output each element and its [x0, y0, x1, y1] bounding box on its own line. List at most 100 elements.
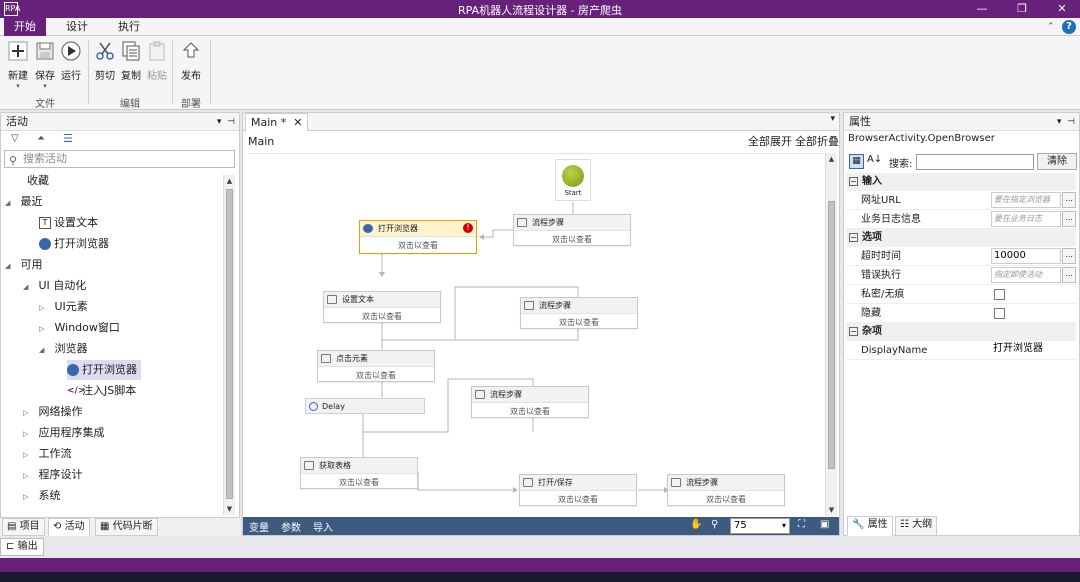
panel-pin-icon[interactable]: ▾ ⊣	[1056, 117, 1075, 127]
fit-to-screen-icon[interactable]: ⛶	[798, 519, 805, 530]
tree-item-programming[interactable]: ▷ 程序设计	[23, 468, 83, 481]
activity-set-text[interactable]: 设置文本 双击以查看	[323, 291, 441, 323]
tab-outline[interactable]: ☷ 大纲	[895, 516, 938, 536]
zoom-icon[interactable]: ⚲	[711, 519, 719, 530]
ribbon-tab-start[interactable]: 开始	[4, 18, 46, 36]
tree-item-system[interactable]: ▷ 系统	[23, 489, 61, 502]
activity-open-browser[interactable]: 打开浏览器! 双击以查看	[359, 220, 477, 254]
variables-tab[interactable]: 变量	[249, 523, 269, 534]
maximize-button[interactable]: ❐	[1017, 2, 1027, 15]
tab-project[interactable]: ▤ 项目	[2, 518, 45, 536]
tab-dropdown-icon[interactable]: ▾	[830, 114, 835, 124]
collapse-all-icon[interactable]: ⏶	[37, 133, 45, 144]
tree-item-ui-automation[interactable]: ◢ UI 自动化	[23, 279, 87, 292]
tab-output[interactable]: ⊏ 输出	[0, 538, 44, 556]
property-search-input[interactable]	[916, 154, 1034, 170]
start-node[interactable]: Start	[555, 159, 591, 201]
tab-snippets[interactable]: ▦ 代码片断	[95, 518, 158, 536]
category-misc[interactable]: −杂项	[846, 323, 1076, 341]
activity-tree-scrollbar[interactable]: ▲ ▼	[223, 175, 235, 515]
timeout-ellipsis-button[interactable]: ...	[1062, 248, 1076, 264]
publish-button[interactable]: 发布	[176, 40, 206, 82]
panel-pin-icon[interactable]: ▾ ⊣	[216, 117, 235, 127]
continue-on-error-ellipsis-button[interactable]: ...	[1062, 267, 1076, 283]
scroll-down-arrow[interactable]: ▼	[226, 505, 233, 513]
cut-button[interactable]: 剪切	[90, 40, 120, 82]
close-button[interactable]: ✕	[1057, 2, 1067, 15]
globe-icon	[67, 364, 79, 376]
activity-click-element[interactable]: 点击元素 双击以查看	[317, 350, 435, 382]
copy-button[interactable]: 复制	[116, 40, 146, 82]
tree-item-browser[interactable]: ◢ 浏览器	[39, 342, 88, 355]
scroll-up-arrow[interactable]: ▲	[828, 155, 835, 163]
expand-all-link[interactable]: 全部展开	[748, 135, 792, 148]
flowchart-canvas[interactable]: Start 打开浏览器! 双击以查看 流程步骤 双击以查看 设置文本 双击以查看…	[248, 153, 824, 516]
hidden-checkbox[interactable]	[994, 308, 1005, 319]
breadcrumb[interactable]: Main	[248, 135, 275, 148]
paste-button[interactable]: 粘贴	[142, 40, 172, 82]
tree-item-workflow[interactable]: ▷ 工作流	[23, 447, 72, 460]
tree-item-inject-js[interactable]: </>注入JS脚本	[67, 384, 137, 397]
snippets-icon: ▦	[100, 521, 110, 532]
business-log-ellipsis-button[interactable]: ...	[1062, 211, 1076, 227]
save-button[interactable]: 保存 ▾	[30, 40, 60, 90]
tree-item-app-integration[interactable]: ▷ 应用程序集成	[23, 426, 105, 439]
scroll-down-arrow[interactable]: ▼	[828, 506, 835, 514]
imports-tab[interactable]: 导入	[313, 523, 333, 534]
expand-all-icon[interactable]: ▽	[11, 133, 19, 144]
activity-flow-step-4[interactable]: 流程步骤 双击以查看	[667, 474, 785, 506]
error-icon[interactable]: !	[463, 223, 473, 233]
ribbon-tab-run[interactable]: 执行	[118, 20, 140, 33]
tree-item-open-browser-recent[interactable]: 打开浏览器	[39, 234, 109, 254]
tab-activities[interactable]: ⟲ 活动	[48, 518, 90, 536]
close-tab-icon[interactable]: ✕	[293, 116, 303, 129]
tree-item-ui-element[interactable]: ▷ UI元素	[39, 300, 88, 313]
tree-item-recent[interactable]: ◢ 最近	[5, 195, 43, 208]
activity-flow-step-2[interactable]: 流程步骤 双击以查看	[520, 297, 638, 329]
ribbon-tab-design[interactable]: 设计	[66, 20, 88, 33]
flow-step-icon	[671, 478, 681, 487]
tree-item-favorites[interactable]: 收藏	[27, 174, 49, 187]
activity-open-save[interactable]: 打开/保存 双击以查看	[519, 474, 637, 506]
arguments-tab[interactable]: 参数	[281, 523, 301, 534]
collapse-ribbon-icon[interactable]: ⌃	[1046, 22, 1055, 32]
tree-item-network[interactable]: ▷ 网络操作	[23, 405, 83, 418]
tree-item-open-browser[interactable]: 打开浏览器	[67, 360, 141, 380]
category-input[interactable]: −输入	[846, 173, 1076, 191]
document-tab-main[interactable]: Main * ✕	[245, 113, 309, 131]
help-icon[interactable]: ?	[1062, 20, 1076, 34]
scroll-thumb[interactable]	[226, 189, 233, 499]
display-name-field[interactable]: 打开浏览器	[991, 342, 1061, 358]
categorize-icon[interactable]: ▦	[849, 154, 864, 169]
new-button[interactable]: 新建 ▾	[3, 40, 33, 90]
activity-delay[interactable]: Delay	[305, 398, 425, 414]
category-options[interactable]: −选项	[846, 229, 1076, 247]
minimize-button[interactable]: —	[976, 2, 988, 15]
activity-search-input[interactable]: ⚲ 搜索活动	[4, 150, 235, 168]
activity-flow-step-1[interactable]: 流程步骤 双击以查看	[513, 214, 631, 246]
collapse-all-link[interactable]: 全部折叠	[795, 135, 839, 148]
tab-properties[interactable]: 🔧 属性	[847, 516, 893, 536]
scroll-thumb[interactable]	[828, 201, 835, 469]
timeout-field[interactable]: 10000	[991, 248, 1061, 264]
sort-alpha-icon[interactable]: A↓	[867, 154, 883, 165]
business-log-field[interactable]: 要在业务日志	[991, 211, 1061, 227]
url-field[interactable]: 要在指定浏览器	[991, 192, 1061, 208]
scroll-up-arrow[interactable]: ▲	[226, 177, 233, 185]
tree-view-icon[interactable]: ☰	[63, 132, 73, 145]
clear-button[interactable]: 清除	[1037, 153, 1077, 170]
pan-hand-icon[interactable]: ✋	[690, 519, 703, 530]
tree-item-window[interactable]: ▷ Window窗口	[39, 321, 120, 334]
run-button[interactable]: 运行	[56, 40, 86, 82]
activities-toolbar: ▽ ⏶ ☰	[1, 131, 239, 149]
tree-item-available[interactable]: ◢ 可用	[5, 258, 43, 271]
activity-get-table[interactable]: 获取表格 双击以查看	[300, 457, 418, 489]
continue-on-error-field[interactable]: 指定即使活动	[991, 267, 1061, 283]
private-checkbox[interactable]	[994, 289, 1005, 300]
url-ellipsis-button[interactable]: ...	[1062, 192, 1076, 208]
zoom-select[interactable]: 75▾	[730, 518, 790, 534]
activity-flow-step-3[interactable]: 流程步骤 双击以查看	[471, 386, 589, 418]
canvas-scrollbar[interactable]: ▲ ▼	[825, 153, 837, 516]
overview-icon[interactable]: ▣	[820, 519, 830, 530]
